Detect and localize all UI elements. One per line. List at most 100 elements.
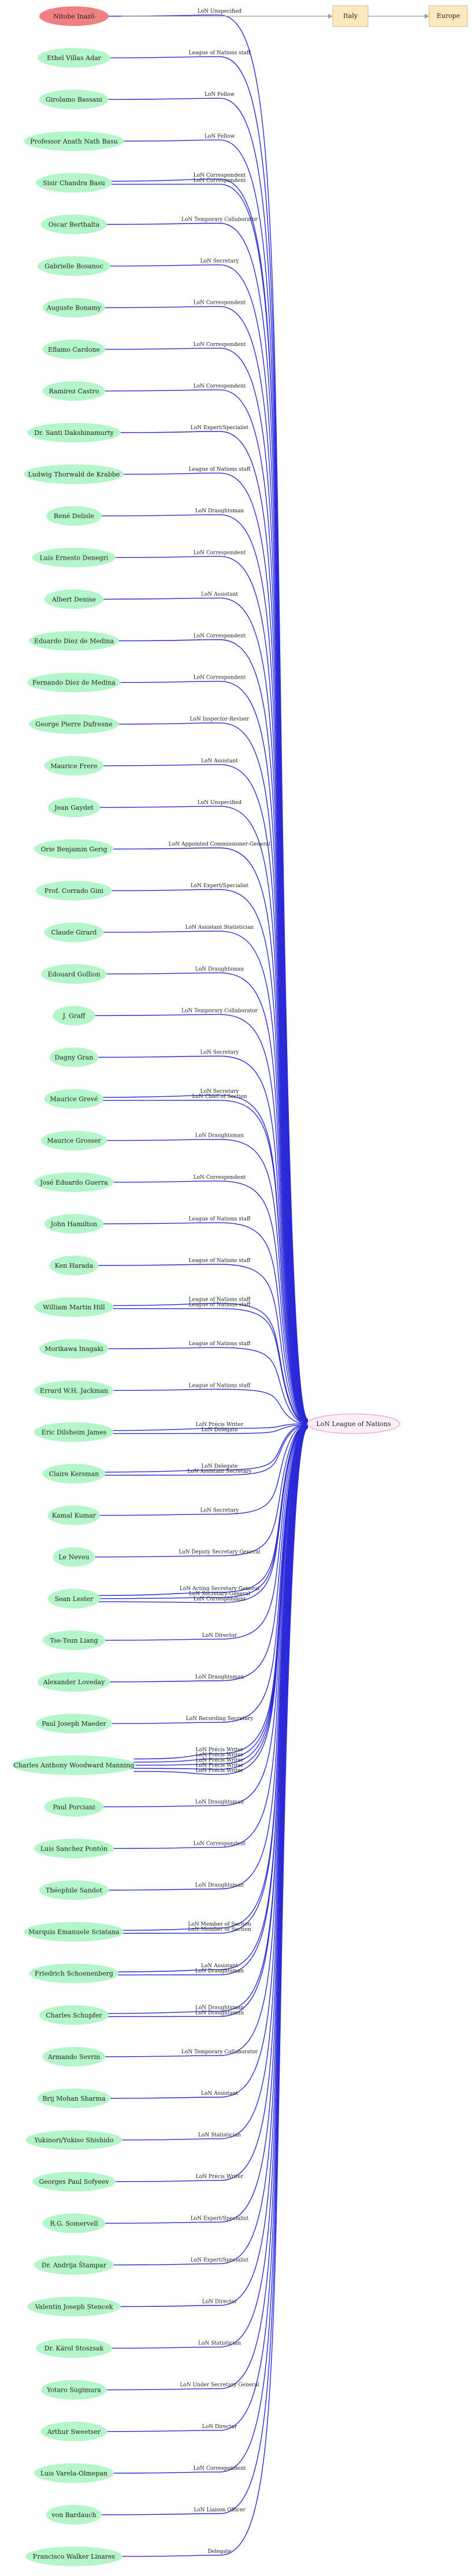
person-node[interactable] [37,1672,111,1692]
person-node[interactable] [39,1339,109,1359]
person-label: Albert Denise [51,595,96,603]
person-node[interactable] [32,548,116,568]
person-label: Maurice Grosser [47,1137,101,1145]
relation-edge [103,1423,309,1473]
relation-label: LoN Draughtsman [195,1799,244,1805]
person-node[interactable] [46,2505,102,2525]
person-node[interactable] [42,1630,106,1650]
person-node[interactable] [35,173,113,193]
person-node[interactable] [34,2255,114,2275]
person-node[interactable] [34,839,114,859]
person-node[interactable] [24,1922,124,1942]
person-node[interactable] [53,1547,95,1567]
italy-box[interactable] [332,5,369,27]
person-node[interactable] [29,1963,119,1983]
person-node[interactable] [40,1130,107,1151]
root-person-node[interactable] [39,6,109,26]
person-node[interactable] [39,1880,109,1900]
person-node[interactable] [44,755,104,776]
person-node[interactable] [53,1006,95,1026]
person-node[interactable] [34,1380,114,1401]
relation-label: LoN Expert/Specialist [191,2216,249,2221]
person-node[interactable] [34,1838,114,1859]
relation-label: LoN Deputy Secretary General [179,1550,260,1555]
person-node[interactable] [42,297,106,318]
person-node[interactable] [39,90,109,110]
person-node[interactable] [34,1422,114,1442]
relation-label: LoN Correspondent [194,2466,246,2471]
person-node[interactable] [25,2547,122,2567]
person-node[interactable] [47,797,101,817]
relation-edge [103,1424,309,1476]
person-node[interactable] [27,672,121,693]
europe-box[interactable] [429,5,468,27]
person-label: Maurice Frere [50,762,97,770]
person-node[interactable] [44,1797,104,1817]
person-node[interactable] [42,381,106,401]
person-node[interactable] [34,1297,114,1317]
person-label: Luis Varela-Olmepan [40,2470,107,2477]
person-node[interactable] [27,423,121,442]
person-node[interactable] [40,214,107,234]
person-label: J. Graff [62,1012,86,1019]
person-node[interactable] [37,256,111,276]
europe-label: Europe [437,12,460,20]
relation-label: LoN Assistant [201,2091,238,2097]
relation-label: LoN Temporary Collaborator [181,217,258,223]
relation-label: LoN Draughtsman [195,1133,244,1139]
person-node[interactable] [49,1256,99,1275]
relation-label: LoN Correspondent [194,173,246,178]
relation-label: LoN Précis Writer [196,2173,244,2180]
person-node[interactable] [40,2380,107,2400]
person-node[interactable] [29,714,119,734]
person-node[interactable] [34,2463,114,2483]
relation-label: LoN Temporary Collaborator [181,1008,258,1014]
person-node[interactable] [27,2296,121,2317]
relation-label: LoN Secretary [200,259,240,265]
league-of-nations-node[interactable] [307,1413,400,1434]
person-node[interactable] [42,1464,106,1484]
person-node[interactable] [24,464,124,485]
person-node[interactable] [44,1213,104,1234]
person-node[interactable] [32,2172,116,2192]
person-label: Arthur Sweetser [47,2428,101,2436]
relation-label: LoN Director [202,2299,237,2305]
person-node[interactable] [24,131,124,151]
person-label: Prof. Corrado Gini [44,887,104,895]
person-node[interactable] [42,2046,106,2067]
person-node[interactable] [39,2005,109,2025]
person-node[interactable] [44,1089,104,1109]
person-node[interactable] [35,881,113,901]
person-node[interactable] [29,631,119,651]
relation-label: League of Nations staff [189,467,251,472]
person-node[interactable] [42,2213,106,2233]
relation-label: LoN Secretary [200,1089,240,1095]
person-node[interactable] [47,1588,101,1609]
person-label: Nitobe Inazō [53,13,95,20]
person-label: Eflamo Cardone [48,346,100,353]
person-label: Edouard Gollion [48,970,101,978]
person-node[interactable] [47,1505,101,1525]
relation-label: LoN Statistician [198,2341,241,2347]
person-node[interactable] [44,922,104,943]
person-node[interactable] [49,1047,99,1067]
person-node[interactable] [12,1755,136,1775]
person-node[interactable] [35,1714,113,1734]
person-node[interactable] [40,2421,107,2441]
person-node[interactable] [25,2130,122,2150]
person-node[interactable] [44,589,104,609]
person-node[interactable] [37,48,111,68]
person-node[interactable] [46,506,102,526]
person-node[interactable] [35,2338,113,2358]
person-node[interactable] [37,2089,111,2108]
person-label: Ethel Villas Adar [47,54,102,62]
person-node[interactable] [42,339,106,359]
person-node[interactable] [34,1172,114,1192]
person-node[interactable] [40,964,107,984]
relation-label: League of Nations staff [189,1297,251,1303]
relation-label: LoN Précis Writer [196,1757,244,1763]
person-label: Charles Schupfer [46,2012,102,2019]
relation-label: LoN Assistant [201,1963,238,1969]
